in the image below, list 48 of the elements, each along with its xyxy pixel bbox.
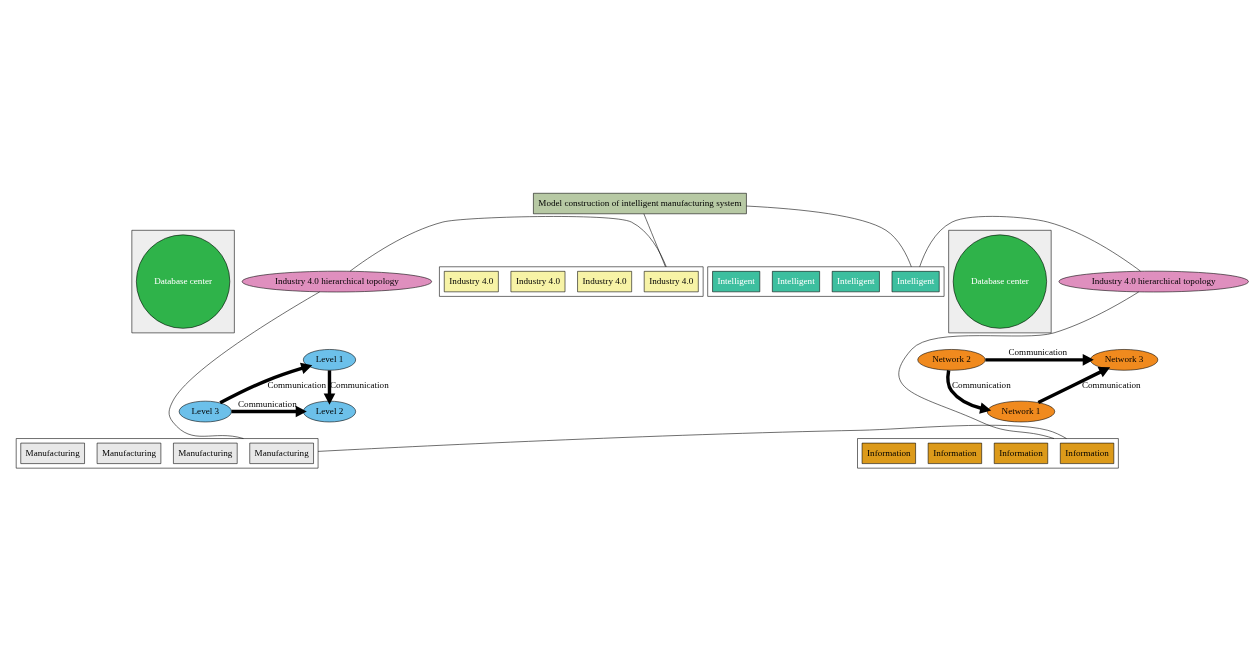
cluster (439, 266, 704, 297)
node-box: Industry 4.0 (510, 270, 566, 292)
arrow (1037, 366, 1111, 404)
cluster (857, 437, 1119, 468)
node-ellipse: Level 2 (303, 400, 356, 422)
connector (317, 424, 1067, 452)
arrow (985, 353, 1094, 366)
node-box: Model construction of intelligent manufacturing system (533, 192, 747, 214)
connector (349, 215, 667, 271)
node-box: Manufacturing (173, 442, 238, 464)
node-ellipse: Network 1 (986, 400, 1056, 422)
node-ellipse: Industry 4.0 hierarchical topology (241, 270, 432, 292)
node-ellipse: Network 3 (1090, 348, 1159, 371)
node-box: Manufacturing (249, 442, 314, 464)
node-box: Information (1060, 442, 1115, 464)
node-box: Industry 4.0 (643, 270, 699, 292)
node-box: Information (861, 442, 916, 464)
node-box: Information (927, 442, 982, 464)
node-box: Intelligent (712, 270, 761, 292)
cluster (707, 266, 945, 297)
edge-label: Communication (952, 379, 1011, 390)
edge-label: Communication (330, 379, 389, 390)
node-ellipse: Network 2 (917, 348, 986, 371)
edge-label: Communication (1081, 379, 1141, 390)
node-box: Industry 4.0 (443, 270, 499, 292)
arrow (231, 405, 307, 417)
node-box: Industry 4.0 (577, 270, 632, 292)
node-circle: Database center (136, 234, 231, 329)
arrow (946, 369, 992, 414)
node-box: Intelligent (831, 270, 880, 292)
edge-label: Communication (238, 398, 297, 409)
node-box: Intelligent (891, 270, 940, 292)
node-box: Intelligent (772, 270, 820, 292)
connector (643, 213, 666, 267)
node-circle: Database center (952, 234, 1047, 329)
edge-label: Communication (267, 379, 327, 390)
node-box: Manufacturing (20, 442, 85, 464)
connector (168, 291, 320, 439)
node-box: Information (993, 442, 1049, 464)
arrow (219, 362, 313, 404)
node-ellipse: Industry 4.0 hierarchical topology (1058, 270, 1249, 292)
cluster (15, 437, 319, 468)
arrow (323, 369, 336, 405)
node-ellipse: Level 1 (303, 348, 356, 371)
connector (898, 291, 1139, 439)
edge-label: Communication (1008, 346, 1068, 357)
node-ellipse: Level 3 (178, 400, 232, 422)
node-box: Manufacturing (96, 442, 162, 464)
